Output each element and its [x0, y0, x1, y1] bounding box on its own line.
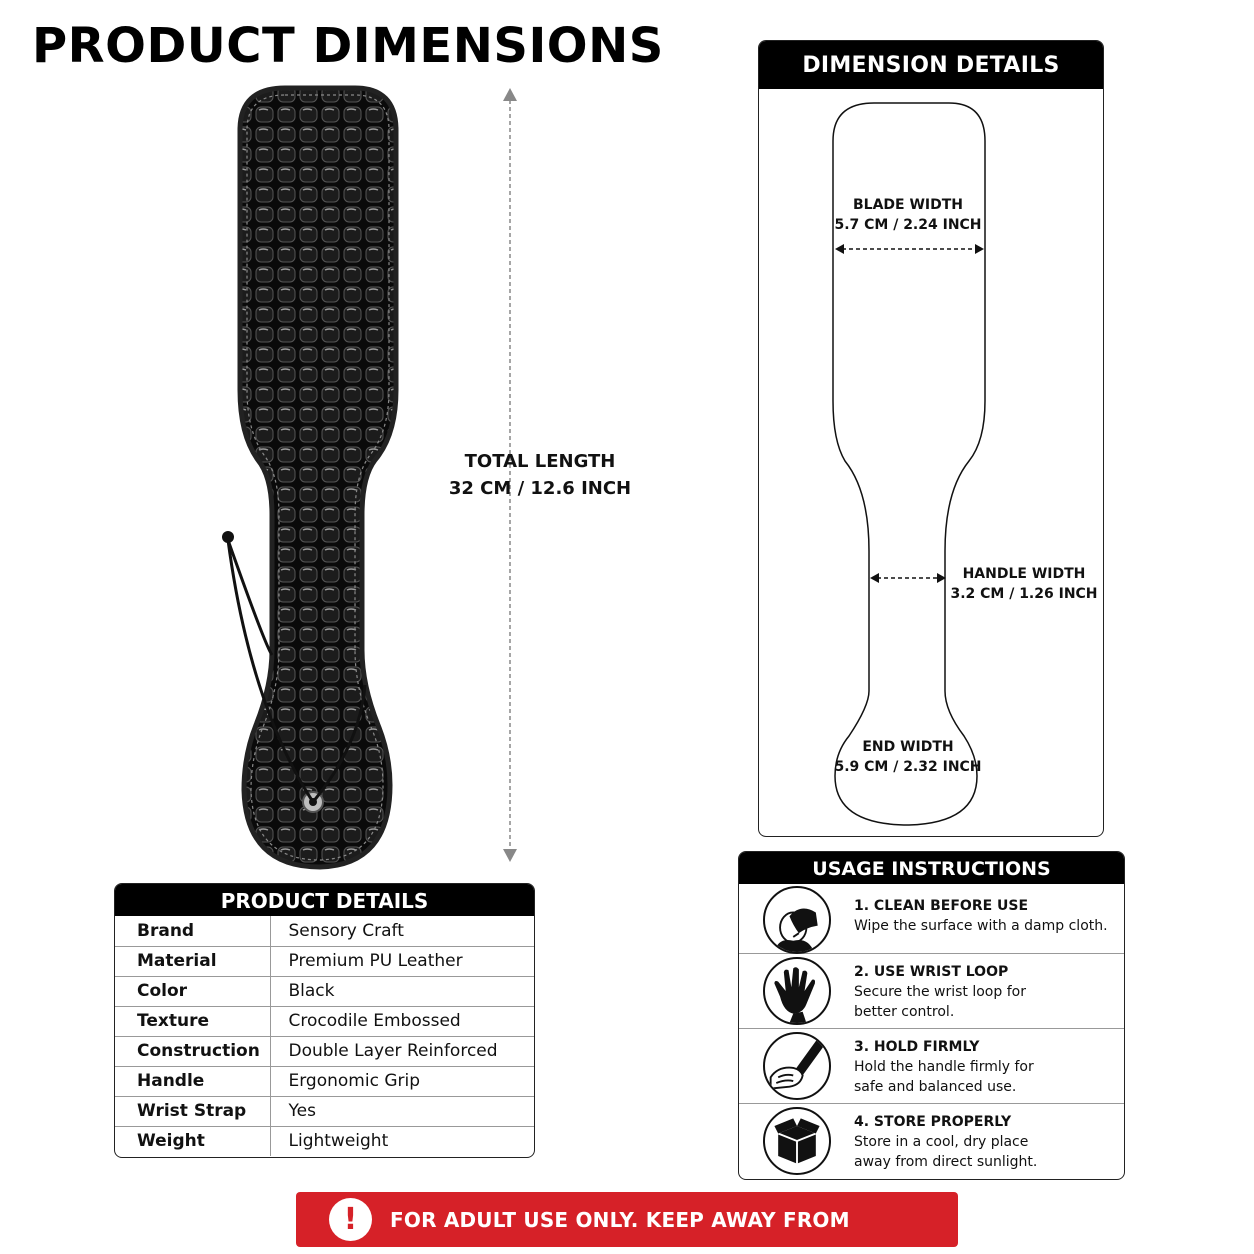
warning-text: FOR ADULT USE ONLY. KEEP AWAY FROM CHILD…: [390, 1208, 850, 1232]
box-icon: [763, 1107, 831, 1175]
detail-key: Color: [115, 976, 271, 1007]
detail-value: Black: [270, 976, 534, 1007]
total-length-label: TOTAL LENGTH 32 CM / 12.6 INCH: [448, 451, 632, 499]
detail-key: Brand: [115, 916, 271, 947]
hand-icon: [763, 957, 831, 1025]
detail-value: Crocodile Embossed: [270, 1006, 534, 1037]
step-title: 2. USE WRIST LOOP: [854, 964, 1009, 980]
detail-key: Material: [115, 946, 271, 977]
detail-value: Premium PU Leather: [270, 946, 534, 977]
detail-key: Wrist Strap: [115, 1096, 271, 1127]
paddle-outline-diagram: [832, 102, 986, 826]
step-title: 4. STORE PROPERLY: [854, 1114, 1012, 1130]
step-title: 3. HOLD FIRMLY: [854, 1039, 980, 1055]
step-desc: better control.: [854, 1004, 955, 1020]
step-desc: Hold the handle firmly for: [854, 1059, 1034, 1075]
usage-instructions-title: USAGE INSTRUCTIONS: [739, 852, 1124, 884]
usage-instructions-panel: USAGE INSTRUCTIONS 1. CLEAN BEFORE USE W…: [738, 851, 1125, 1180]
list-item: 1. CLEAN BEFORE USE Wipe the surface wit…: [739, 884, 1124, 954]
dimension-details-title: DIMENSION DETAILS: [759, 41, 1103, 89]
detail-key: Texture: [115, 1006, 271, 1037]
list-item: 2. USE WRIST LOOP Secure the wrist loop …: [739, 954, 1124, 1029]
step-desc: safe and balanced use.: [854, 1079, 1017, 1095]
length-arrow: [503, 88, 517, 862]
detail-key: Weight: [115, 1126, 271, 1156]
wipe-icon: [763, 886, 831, 954]
paddle-image: [222, 85, 399, 870]
step-desc: away from direct sunlight.: [854, 1154, 1038, 1170]
table-row: Weight Lightweight: [115, 1126, 534, 1156]
alert-icon: !: [329, 1198, 372, 1241]
list-item: 3. HOLD FIRMLY Hold the handle firmly fo…: [739, 1029, 1124, 1104]
dimension-details-panel: DIMENSION DETAILS BLADE WIDTH 5.7 CM / 2…: [758, 40, 1104, 837]
list-item: 4. STORE PROPERLY Store in a cool, dry p…: [739, 1104, 1124, 1179]
step-desc: Secure the wrist loop for: [854, 984, 1026, 1000]
blade-width-label: BLADE WIDTH 5.7 CM / 2.24 INCH: [834, 197, 982, 233]
page-title: PRODUCT DIMENSIONS: [32, 18, 664, 74]
product-details-title: PRODUCT DETAILS: [115, 884, 534, 916]
detail-value: Lightweight: [288, 1131, 389, 1152]
adult-warning-banner: ! FOR ADULT USE ONLY. KEEP AWAY FROM CHI…: [296, 1192, 958, 1247]
detail-key: Handle: [115, 1066, 271, 1097]
step-title: 1. CLEAN BEFORE USE: [854, 898, 1029, 914]
detail-key: Construction: [115, 1036, 271, 1067]
grip-icon: [763, 1032, 831, 1100]
detail-value: Ergonomic Grip: [270, 1066, 534, 1097]
detail-value: Double Layer Reinforced: [270, 1036, 534, 1067]
detail-value: Sensory Craft: [270, 916, 534, 947]
step-desc: Store in a cool, dry place: [854, 1134, 1029, 1150]
end-width-label: END WIDTH 5.9 CM / 2.32 INCH: [834, 739, 982, 775]
handle-width-label: HANDLE WIDTH 3.2 CM / 1.26 INCH: [950, 566, 1098, 602]
detail-value: Yes: [270, 1096, 534, 1127]
step-desc: Wipe the surface with a damp cloth.: [854, 918, 1108, 934]
